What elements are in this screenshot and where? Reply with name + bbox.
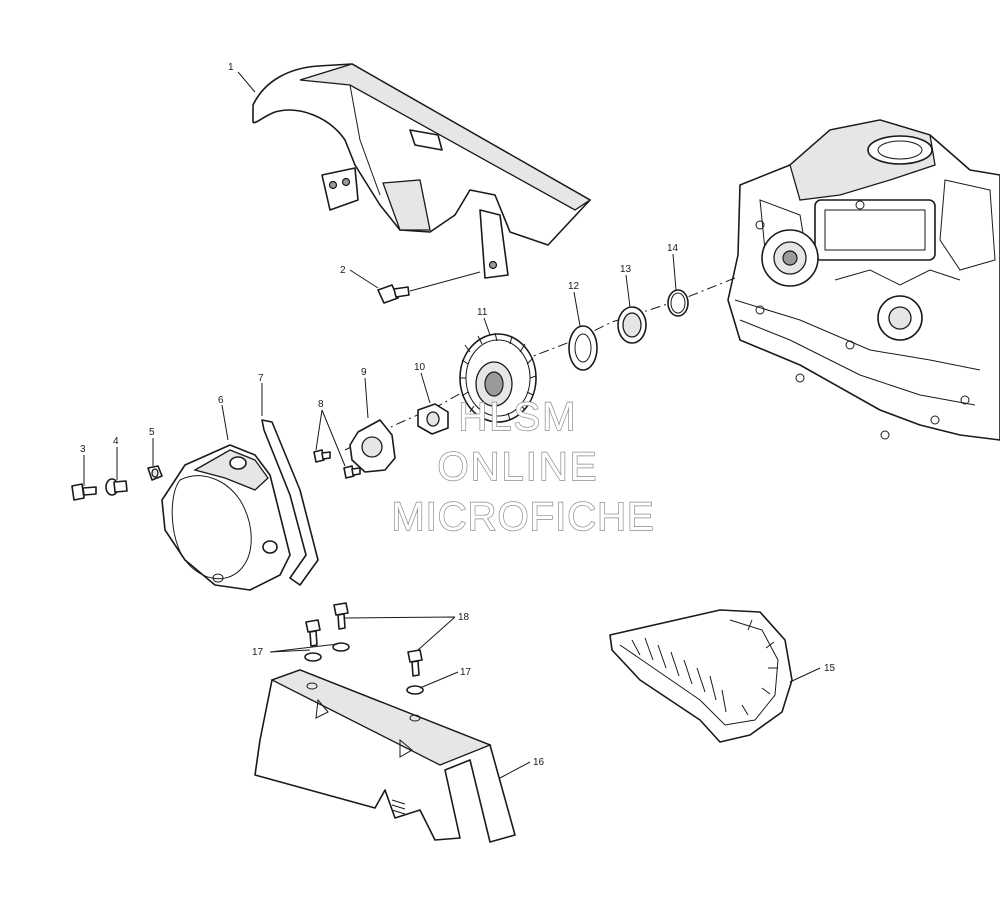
part-4-flanged-bolt <box>105 478 128 496</box>
part-13-spacer-ring <box>617 306 647 344</box>
watermark-line-2: ONLINE <box>438 445 599 489</box>
part-8-screws <box>313 449 361 479</box>
part-7-gasket <box>261 419 319 586</box>
callout-5: 5 <box>149 427 155 438</box>
part-18-bolts <box>305 602 423 677</box>
watermark-line-1: HLSM <box>458 395 577 439</box>
callout-9: 9 <box>361 367 367 378</box>
callout-1: 1 <box>228 62 234 73</box>
leader-lines <box>83 71 821 779</box>
callout-17-left: 17 <box>252 647 264 658</box>
engine-assembly <box>727 119 1000 441</box>
part-5-nut <box>147 465 163 481</box>
callout-17-right: 17 <box>460 667 472 678</box>
callout-labels: 1 2 3 4 5 6 7 8 9 10 11 12 13 14 15 16 1… <box>80 62 836 768</box>
callout-8: 8 <box>318 399 324 410</box>
callout-11: 11 <box>477 307 488 318</box>
watermark: HLSM ONLINE MICROFICHE <box>391 394 655 539</box>
callout-13: 13 <box>620 264 632 275</box>
callout-10: 10 <box>414 362 426 373</box>
part-16-lower-belt-guard <box>254 669 516 843</box>
part-14-o-ring <box>667 289 689 317</box>
callout-4: 4 <box>113 436 119 447</box>
callout-12: 12 <box>568 281 580 292</box>
part-2-bolt <box>377 271 481 304</box>
callout-16: 16 <box>533 757 545 768</box>
part-10-hex-nut <box>417 403 449 435</box>
callout-6: 6 <box>218 395 224 406</box>
part-17-washers <box>304 642 424 695</box>
callout-15: 15 <box>824 663 836 674</box>
callout-2: 2 <box>340 265 346 276</box>
part-11-sprocket <box>459 332 537 423</box>
part-6-clutch-cover <box>161 444 291 591</box>
callout-3: 3 <box>80 444 86 455</box>
part-12-oil-seal <box>568 325 598 371</box>
part-3-bolt <box>71 483 97 501</box>
part-9-retainer-plate <box>349 419 396 473</box>
callout-14: 14 <box>667 243 679 254</box>
part-15-drive-belt <box>609 609 793 743</box>
callout-18: 18 <box>458 612 470 623</box>
part-1-upper-belt-guard <box>252 63 592 279</box>
callout-7: 7 <box>258 373 264 384</box>
watermark-line-3: MICROFICHE <box>391 495 654 539</box>
assembly-centerline <box>344 277 736 451</box>
